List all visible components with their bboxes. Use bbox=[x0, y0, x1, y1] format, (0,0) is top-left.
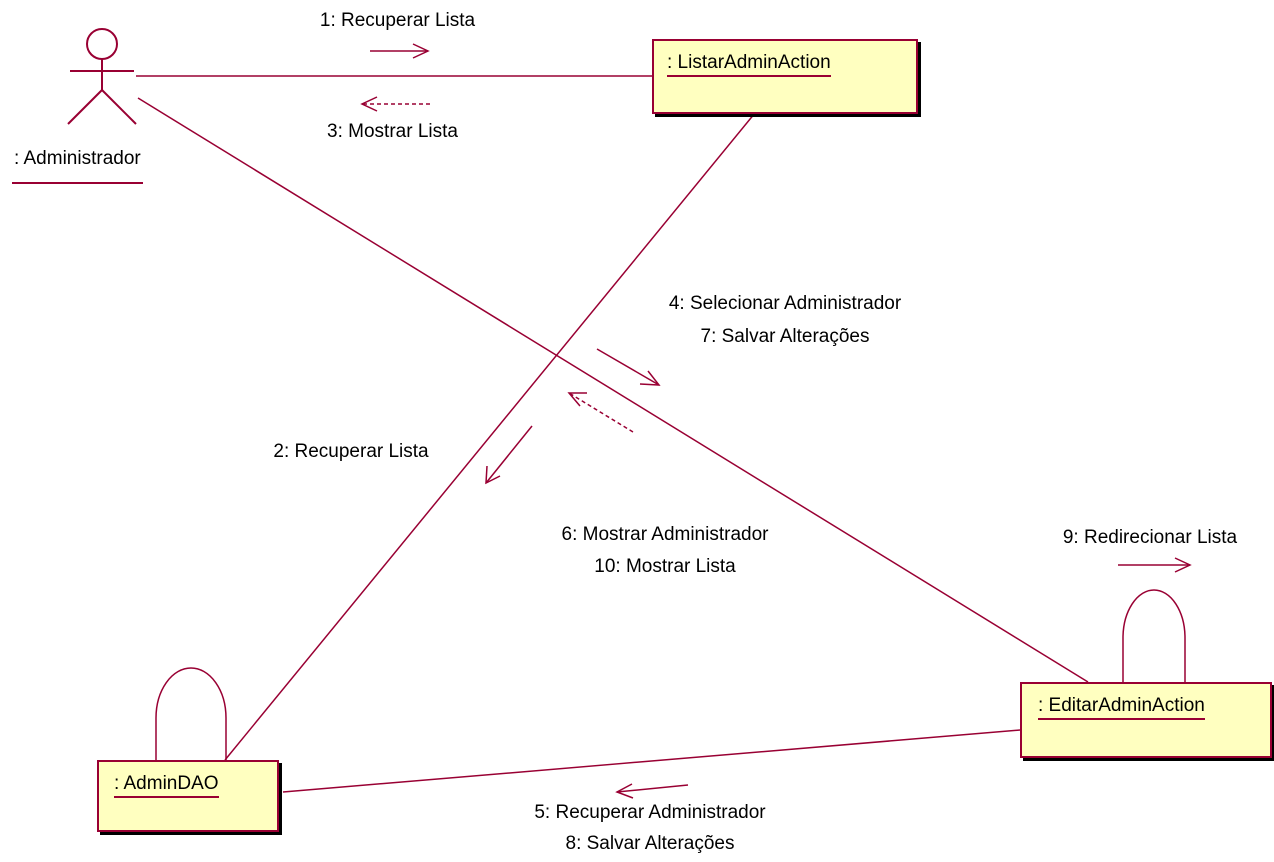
arrow-msg-6-10-return bbox=[567, 392, 634, 433]
message-label-9: 9: Redirecionar Lista bbox=[1062, 527, 1238, 548]
link-administrador-editar[interactable] bbox=[137, 97, 1089, 683]
message-label-7: 7: Salvar Alterações bbox=[700, 326, 870, 347]
object-dao-label: : AdminDAO bbox=[114, 773, 219, 798]
arrow-msg-9 bbox=[1118, 557, 1192, 573]
object-listar-admin-action[interactable]: : ListarAdminAction bbox=[652, 39, 918, 114]
arrow-msg-4-7 bbox=[596, 348, 661, 386]
message-label-1: 1: Recuperar Lista bbox=[319, 10, 476, 31]
link-listar-dao[interactable] bbox=[224, 112, 756, 761]
message-label-2: 2: Recuperar Lista bbox=[273, 441, 429, 462]
actor-right-leg bbox=[101, 89, 137, 125]
message-label-5: 5: Recuperar Administrador bbox=[534, 802, 766, 823]
message-label-10: 10: Mostrar Lista bbox=[594, 556, 736, 577]
actor-left-leg bbox=[67, 89, 103, 125]
actor-head bbox=[86, 28, 118, 60]
message-label-8: 8: Salvar Alterações bbox=[565, 833, 735, 854]
message-label-4: 4: Selecionar Administrador bbox=[668, 293, 902, 314]
object-editar-admin-action[interactable]: : EditarAdminAction bbox=[1020, 682, 1272, 758]
object-listar-label: : ListarAdminAction bbox=[667, 52, 831, 77]
self-link-editar[interactable] bbox=[1122, 589, 1186, 682]
arrow-msg-2 bbox=[485, 425, 533, 485]
message-label-6: 6: Mostrar Administrador bbox=[561, 524, 769, 545]
actor-stick-figure-icon[interactable] bbox=[67, 28, 137, 125]
arrow-msg-5-8 bbox=[615, 783, 689, 799]
arrow-msg-1 bbox=[370, 43, 430, 59]
object-admin-dao[interactable]: : AdminDAO bbox=[97, 760, 279, 832]
message-label-3: 3: Mostrar Lista bbox=[327, 121, 458, 142]
self-link-dao[interactable] bbox=[155, 667, 227, 762]
arrow-msg-3-return bbox=[360, 96, 430, 112]
actor-label: : Administrador bbox=[12, 148, 143, 184]
link-dao-editar[interactable] bbox=[282, 729, 1021, 793]
object-editar-label: : EditarAdminAction bbox=[1038, 695, 1205, 720]
